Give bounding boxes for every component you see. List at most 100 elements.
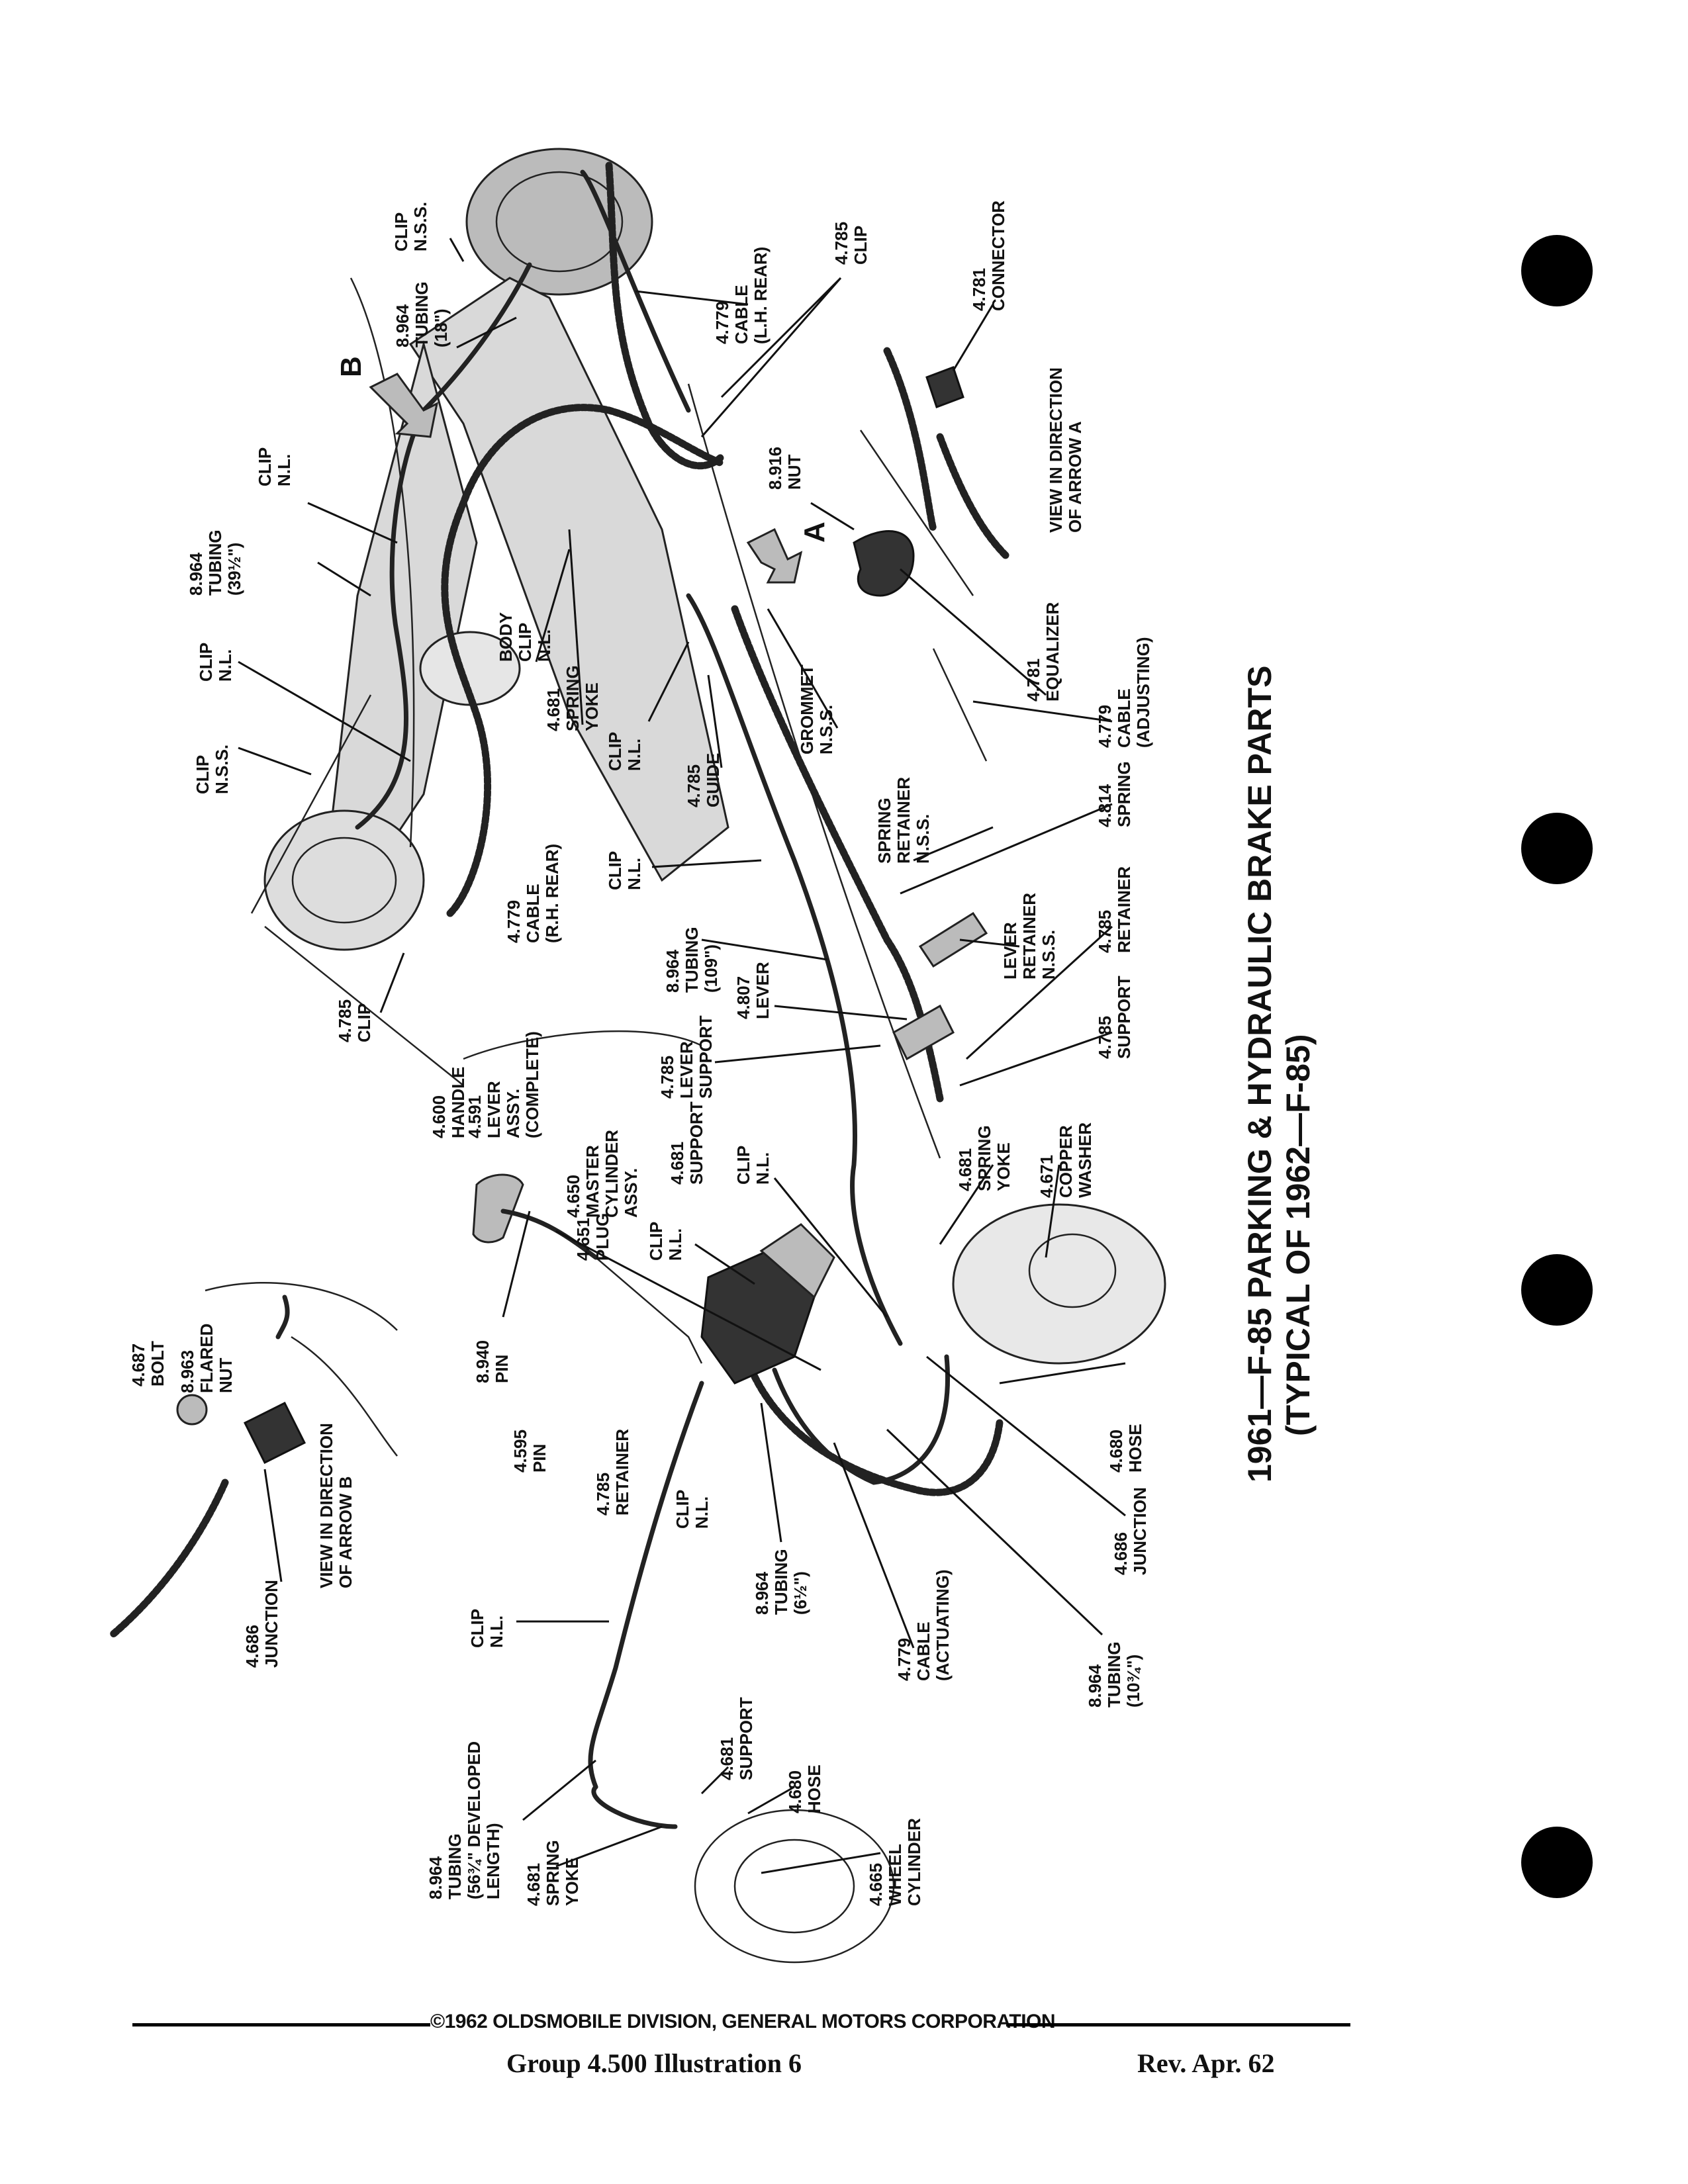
- svg-text:CONNECTOR: CONNECTOR: [988, 201, 1008, 311]
- svg-text:8.964: 8.964: [752, 1571, 772, 1615]
- svg-text:CLIP: CLIP: [733, 1146, 753, 1185]
- view-a-drawing: [883, 347, 1010, 560]
- master-cylinder-drawing: [595, 1223, 835, 1385]
- svg-text:4.681: 4.681: [717, 1737, 737, 1780]
- svg-text:4.807: 4.807: [733, 976, 753, 1019]
- svg-text:YOKE: YOKE: [582, 682, 602, 731]
- svg-text:CABLE: CABLE: [523, 884, 543, 943]
- svg-text:BOLT: BOLT: [148, 1341, 167, 1387]
- svg-text:4.686: 4.686: [1111, 1532, 1131, 1575]
- svg-text:4.779: 4.779: [1095, 705, 1115, 748]
- svg-text:N.L.: N.L.: [665, 1228, 685, 1261]
- svg-text:(39½"): (39½"): [224, 543, 244, 596]
- svg-text:(L.H. REAR): (L.H. REAR): [751, 247, 771, 344]
- svg-text:CLIP: CLIP: [605, 732, 625, 771]
- svg-text:N.S.S.: N.S.S.: [913, 814, 933, 864]
- svg-text:FLARED: FLARED: [197, 1324, 216, 1393]
- svg-text:JUNCTION: JUNCTION: [1130, 1487, 1150, 1575]
- binder-hole-1: [1521, 235, 1593, 306]
- revision-label: Rev. Apr. 62: [1137, 2048, 1275, 2078]
- svg-text:N.L.: N.L.: [215, 649, 235, 682]
- view-b-caption: VIEW IN DIRECTION OF ARROW B: [316, 1423, 355, 1588]
- cable-lh-rear-drawing: [605, 161, 726, 470]
- svg-text:(18"): (18"): [431, 308, 451, 347]
- svg-text:4.687: 4.687: [128, 1343, 148, 1387]
- svg-text:LENGTH): LENGTH): [483, 1823, 503, 1899]
- svg-text:(6½"): (6½"): [790, 1571, 810, 1615]
- svg-text:CLIP: CLIP: [673, 1490, 692, 1529]
- svg-text:NUT: NUT: [216, 1357, 236, 1393]
- svg-text:8.940: 8.940: [473, 1340, 492, 1383]
- rear-axle-housing: [263, 148, 729, 951]
- leader-lines: [238, 238, 1126, 1874]
- svg-text:4.779: 4.779: [712, 301, 732, 344]
- svg-text:4.680: 4.680: [785, 1770, 805, 1813]
- svg-text:WHEEL: WHEEL: [885, 1844, 905, 1906]
- svg-text:4.600: 4.600: [429, 1095, 449, 1138]
- svg-text:N.S.S.: N.S.S.: [816, 705, 836, 754]
- svg-text:4.680: 4.680: [1106, 1430, 1126, 1473]
- svg-text:8.916: 8.916: [765, 447, 785, 490]
- svg-text:CYLINDER: CYLINDER: [602, 1130, 622, 1218]
- svg-text:CLIP: CLIP: [193, 755, 212, 794]
- svg-text:SUPPORT: SUPPORT: [736, 1697, 756, 1780]
- svg-text:N.S.S.: N.S.S.: [410, 202, 430, 251]
- svg-text:SPRING: SPRING: [874, 797, 894, 864]
- svg-text:OF ARROW B: OF ARROW B: [336, 1477, 355, 1588]
- svg-text:TUBING: TUBING: [1104, 1641, 1124, 1707]
- svg-text:CABLE: CABLE: [731, 285, 751, 344]
- binder-hole-3: [1521, 1254, 1593, 1326]
- svg-text:ASSY.: ASSY.: [621, 1168, 641, 1218]
- cable-rh-rear-drawing: [441, 404, 726, 917]
- binder-hole-2: [1521, 813, 1593, 884]
- svg-text:N.L.: N.L.: [274, 454, 294, 486]
- svg-text:WASHER: WASHER: [1075, 1122, 1095, 1198]
- svg-text:4.681: 4.681: [667, 1142, 687, 1185]
- svg-text:SUPPORT: SUPPORT: [1114, 976, 1134, 1059]
- svg-text:CLIP: CLIP: [255, 447, 275, 486]
- svg-text:SPRING: SPRING: [1114, 761, 1134, 827]
- svg-text:4.785: 4.785: [684, 764, 704, 807]
- svg-text:RETAINER: RETAINER: [894, 777, 914, 864]
- svg-text:4.779: 4.779: [894, 1638, 914, 1681]
- svg-text:TUBING: TUBING: [682, 927, 702, 993]
- svg-text:GROMMET: GROMMET: [797, 664, 817, 754]
- view-b-drawing: [109, 1281, 398, 1639]
- svg-text:N.S.S.: N.S.S.: [212, 745, 232, 794]
- svg-text:8.964: 8.964: [663, 949, 682, 993]
- svg-text:4.781: 4.781: [969, 268, 989, 311]
- svg-text:SUPPORT: SUPPORT: [686, 1101, 706, 1185]
- svg-text:YOKE: YOKE: [562, 1857, 582, 1906]
- page-title: 1961—F-85 PARKING & HYDRAULIC BRAKE PART…: [1241, 666, 1317, 1482]
- svg-text:CLIP: CLIP: [515, 623, 535, 662]
- svg-text:RETAINER: RETAINER: [1114, 866, 1134, 953]
- group-illustration-label: Group 4.500 Illustration 6: [506, 2048, 802, 2078]
- arrow-b-drawing: [369, 373, 439, 438]
- svg-text:TUBING: TUBING: [445, 1833, 465, 1899]
- svg-text:TUBING: TUBING: [412, 281, 432, 347]
- svg-text:(109"): (109"): [701, 944, 721, 993]
